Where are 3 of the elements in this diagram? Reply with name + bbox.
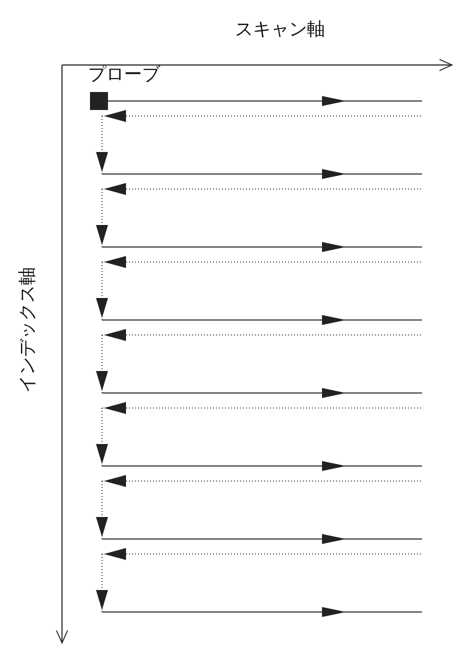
- axis-label: スキャン軸: [235, 21, 325, 39]
- axis-label: インデックス軸: [19, 267, 37, 393]
- probe-label: プローブ: [88, 66, 160, 84]
